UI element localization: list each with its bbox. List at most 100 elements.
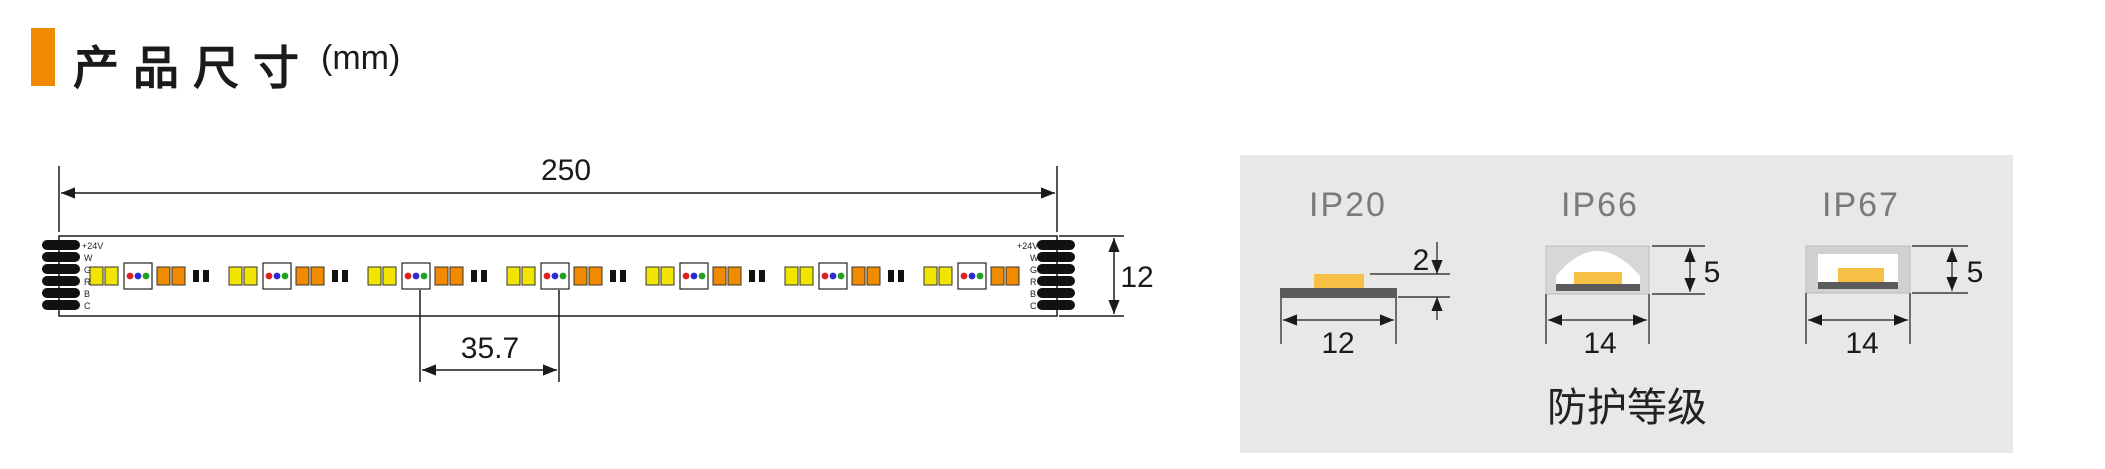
ip20-width-label: 12 xyxy=(1321,327,1354,360)
pin-label: R xyxy=(84,277,91,287)
resistor xyxy=(610,270,616,282)
ip20-height-label: 2 xyxy=(1413,244,1430,277)
rgb-led-green xyxy=(281,272,289,280)
resistor xyxy=(481,270,487,282)
ip67-height-label: 5 xyxy=(1967,256,1984,289)
rgb-led-blue xyxy=(551,272,559,280)
ip66-label: IP66 xyxy=(1561,186,1639,224)
rgb-led-red xyxy=(126,272,134,280)
orange-led-chip xyxy=(156,266,171,286)
rgb-led-red xyxy=(821,272,829,280)
white-led-chip xyxy=(923,266,938,286)
orange-led-chip xyxy=(449,266,464,286)
pin-label: +24V xyxy=(82,241,103,251)
orange-led-chip xyxy=(295,266,310,286)
orange-led-chip xyxy=(990,266,1005,286)
rgb-led-green xyxy=(976,272,984,280)
orange-led-chip xyxy=(588,266,603,286)
accent-bar xyxy=(31,28,55,86)
rgb-led-blue xyxy=(968,272,976,280)
length-dimension-label: 250 xyxy=(541,154,591,187)
resistor xyxy=(342,270,348,282)
rgb-led-red xyxy=(404,272,412,280)
solder-pads-left xyxy=(42,240,80,310)
rgb-led-red xyxy=(265,272,273,280)
white-led-chip xyxy=(228,266,243,286)
white-led-chip xyxy=(243,266,258,286)
rgb-led-green xyxy=(837,272,845,280)
ip20-profile: IP20 2 12 xyxy=(1280,186,1450,360)
pin-label: G xyxy=(1030,265,1037,275)
pin-labels-right: +24V W G R B C xyxy=(1017,241,1039,311)
led-row xyxy=(89,262,1020,290)
rgb-led-green xyxy=(559,272,567,280)
rgb-led-green xyxy=(142,272,150,280)
ip67-width-label: 14 xyxy=(1845,327,1878,360)
pin-label: G xyxy=(84,265,91,275)
pin-labels-left: +24V W G R B C xyxy=(82,241,103,311)
white-led-chip xyxy=(784,266,799,286)
resistor xyxy=(759,270,765,282)
white-led-chip xyxy=(645,266,660,286)
resistor xyxy=(471,270,477,282)
ip20-pcb xyxy=(1280,288,1397,298)
ip20-led-chip xyxy=(1314,274,1364,288)
ip66-profile: IP66 5 14 xyxy=(1545,186,1721,360)
section-title: 产品尺寸 xyxy=(73,41,313,95)
resistor xyxy=(193,270,199,282)
pitch-dimension-label: 35.7 xyxy=(461,332,519,365)
pin-label: W xyxy=(84,253,93,263)
white-led-chip xyxy=(938,266,953,286)
ip66-pcb xyxy=(1556,284,1640,291)
white-led-chip xyxy=(799,266,814,286)
resistor xyxy=(332,270,338,282)
white-led-chip xyxy=(104,266,119,286)
rgb-led-blue xyxy=(412,272,420,280)
pin-label: W xyxy=(1030,253,1039,263)
pin-label: R xyxy=(1030,277,1037,287)
pin-label: B xyxy=(84,289,90,299)
rgb-led-blue xyxy=(273,272,281,280)
section-title-unit: (mm) xyxy=(321,39,401,77)
orange-led-chip xyxy=(573,266,588,286)
rgb-led-red xyxy=(682,272,690,280)
white-led-chip xyxy=(382,266,397,286)
pin-label: +24V xyxy=(1017,241,1038,251)
rgb-led-red xyxy=(543,272,551,280)
pin-label: C xyxy=(84,301,91,311)
white-led-chip xyxy=(506,266,521,286)
resistor xyxy=(749,270,755,282)
white-led-chip xyxy=(367,266,382,286)
ip-panel-caption: 防护等级 xyxy=(1547,385,1707,431)
white-led-chip xyxy=(660,266,675,286)
rgb-led-blue xyxy=(134,272,142,280)
orange-led-chip xyxy=(310,266,325,286)
pin-label: B xyxy=(1030,289,1036,299)
rgb-led-green xyxy=(420,272,428,280)
resistor xyxy=(620,270,626,282)
ip66-led-chip xyxy=(1574,272,1622,284)
width-dimension-label: 12 xyxy=(1120,261,1153,294)
orange-led-chip xyxy=(171,266,186,286)
ip66-width-label: 14 xyxy=(1583,327,1616,360)
pin-label: C xyxy=(1030,301,1037,311)
orange-led-chip xyxy=(727,266,742,286)
ip67-profile: IP67 5 14 xyxy=(1805,186,1984,360)
orange-led-chip xyxy=(712,266,727,286)
ip66-height-label: 5 xyxy=(1704,256,1721,289)
ip67-led-chip xyxy=(1838,268,1884,282)
solder-pads-right xyxy=(1037,240,1075,310)
orange-led-chip xyxy=(1005,266,1020,286)
white-led-chip xyxy=(521,266,536,286)
rgb-led-blue xyxy=(690,272,698,280)
resistor xyxy=(898,270,904,282)
rgb-led-blue xyxy=(829,272,837,280)
ip-rating-panel xyxy=(1240,155,2013,453)
resistor xyxy=(888,270,894,282)
rgb-led-green xyxy=(698,272,706,280)
rgb-led-red xyxy=(960,272,968,280)
resistor xyxy=(203,270,209,282)
orange-led-chip xyxy=(434,266,449,286)
ip67-pcb xyxy=(1818,282,1898,289)
